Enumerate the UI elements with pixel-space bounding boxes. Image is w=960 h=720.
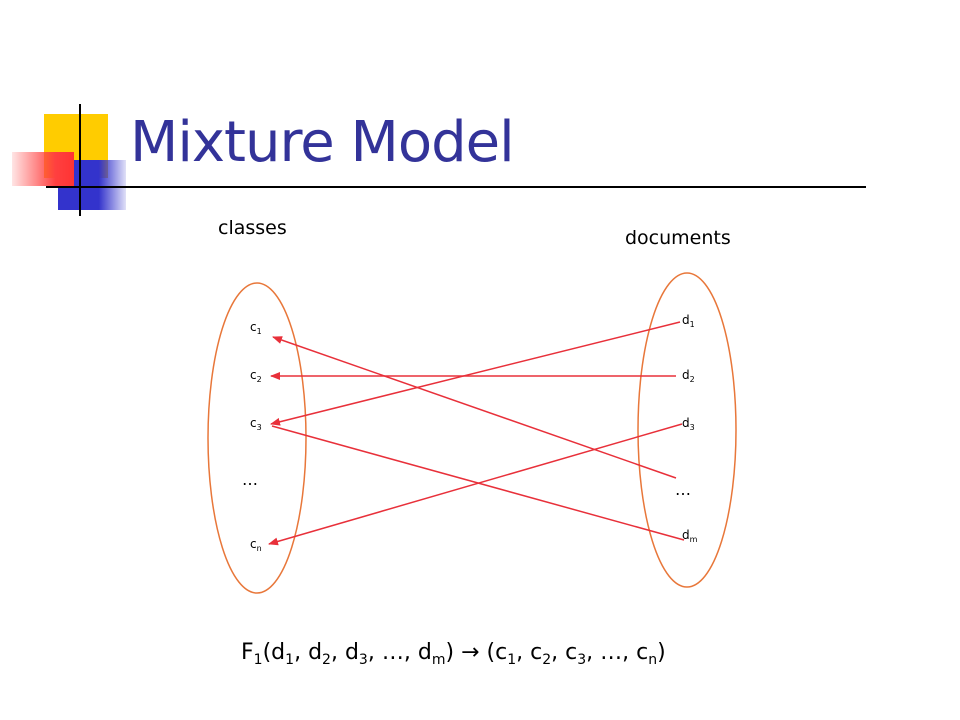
documents-ellipsis: … xyxy=(675,480,691,499)
classes-heading: classes xyxy=(218,217,287,239)
title-rule xyxy=(46,186,866,188)
classes-ellipse xyxy=(207,282,307,594)
arrow-d3-to-cn xyxy=(268,423,683,546)
right-arrow-icon: → xyxy=(461,640,480,665)
class-c3: c3 xyxy=(250,416,262,432)
document-d1: d1 xyxy=(682,313,695,329)
slide-title: Mixture Model xyxy=(130,110,515,175)
arrow-d1-to-c3 xyxy=(270,321,681,426)
class-c1: c1 xyxy=(250,320,262,336)
document-dm: dm xyxy=(682,528,698,544)
arrow-ellipsis-to-c1 xyxy=(272,336,677,479)
class-c2: c2 xyxy=(250,368,262,384)
documents-ellipse xyxy=(637,272,737,588)
document-d3: d3 xyxy=(682,416,695,432)
deco-vertical-rule xyxy=(79,104,81,216)
document-d2: d2 xyxy=(682,368,695,384)
documents-heading: documents xyxy=(625,227,731,249)
class-cn: cn xyxy=(250,537,262,553)
mapping-formula: F1(d1, d2, d3, …, dm) → (c1, c2, c3, …, … xyxy=(241,640,666,668)
deco-red-bar xyxy=(12,152,74,186)
classes-ellipsis: … xyxy=(242,470,258,489)
